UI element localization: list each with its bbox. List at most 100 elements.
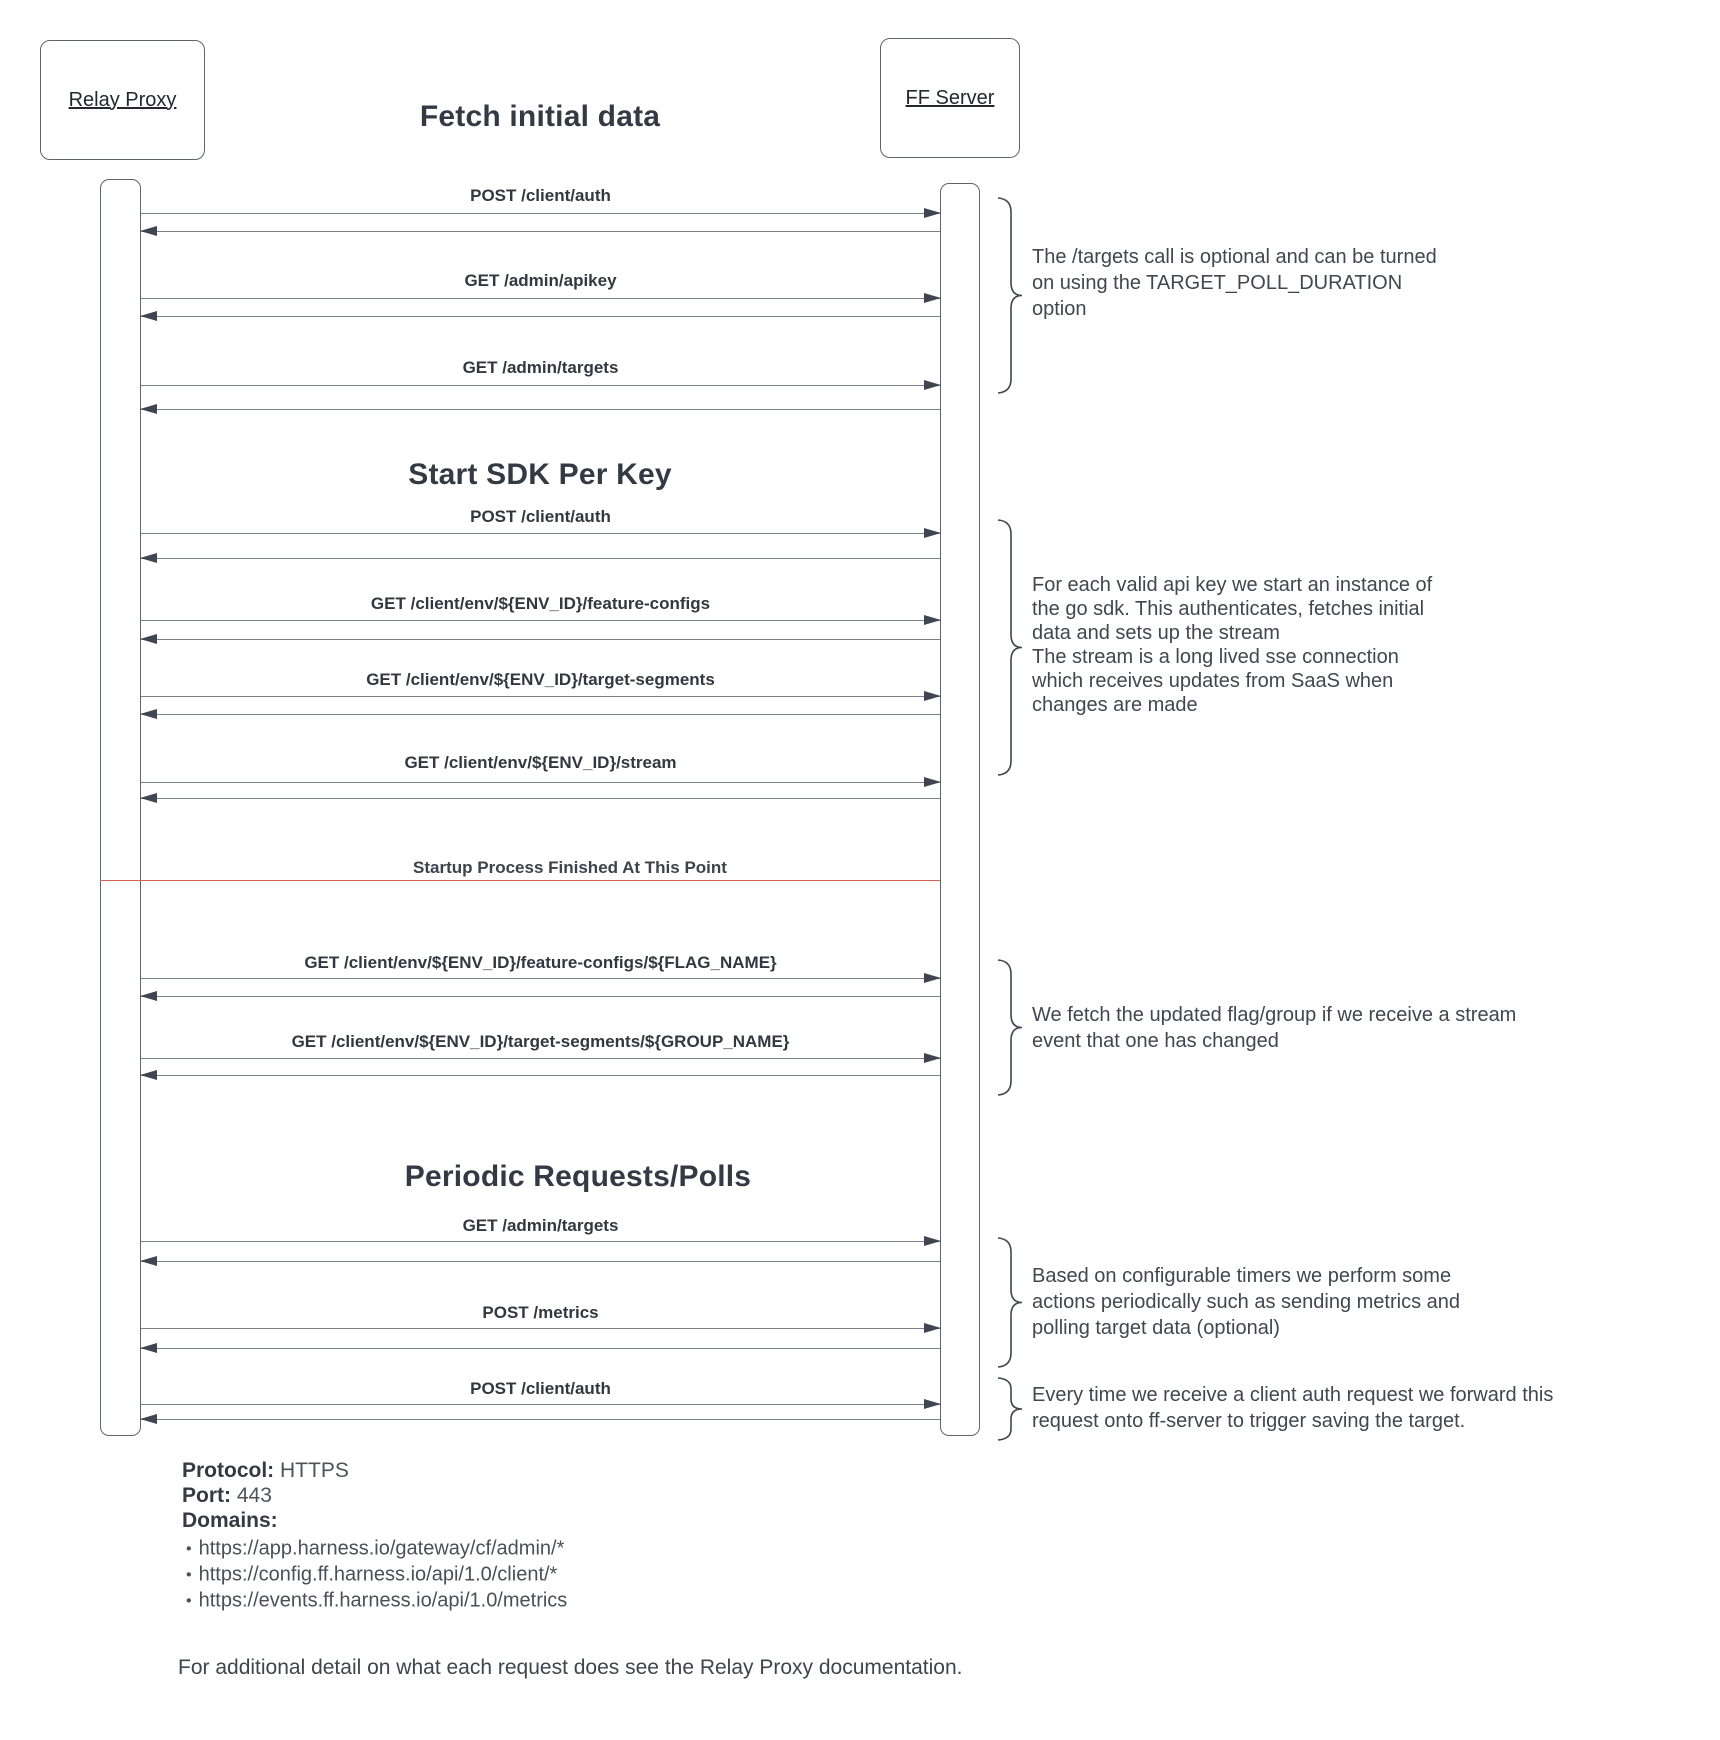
arrowhead-right-icon (924, 527, 941, 538)
annotation-targets-optional: The /targets call is optional and can be… (1032, 246, 1437, 320)
request-arrow (141, 1322, 941, 1333)
request-arrow (141, 776, 941, 787)
bullet-icon: • (186, 1540, 192, 1558)
arrowhead-right-icon (924, 614, 941, 625)
protocol-line: Protocol: HTTPS (182, 1459, 349, 1484)
protocol-label: Protocol: (182, 1459, 275, 1482)
message-label: GET /client/env/${ENV_ID}/stream (404, 753, 677, 772)
curly-brace-icon (997, 519, 1023, 776)
message-label: GET /client/env/${ENV_ID}/target-segment… (291, 1032, 790, 1051)
arrowhead-left-icon (140, 225, 157, 236)
message-label: GET /admin/targets (462, 1216, 619, 1235)
domain-url: https://events.ff.harness.io/api/1.0/met… (198, 1589, 568, 1612)
response-arrow (140, 633, 940, 644)
arrowhead-right-icon (924, 1398, 941, 1409)
arrowhead-right-icon (924, 690, 941, 701)
arrowhead-right-icon (924, 1322, 941, 1333)
arrowhead-left-icon (140, 552, 157, 563)
bullet-icon: • (186, 1592, 192, 1610)
arrowhead-right-icon (924, 1235, 941, 1246)
annotation-periodic-timers: Based on configurable timers we perform … (1032, 1265, 1460, 1339)
annotation-stream-event-fetch: We fetch the updated flag/group if we re… (1032, 1004, 1517, 1052)
response-arrow (140, 552, 940, 563)
domain-url: https://config.ff.harness.io/api/1.0/cli… (198, 1563, 558, 1586)
actor-relay-proxy-label: Relay Proxy (68, 88, 177, 111)
arrowhead-right-icon (924, 292, 941, 303)
message-label: POST /client/auth (470, 186, 611, 205)
lifeline-ff-server (940, 183, 980, 1436)
response-arrow (140, 990, 940, 1001)
arrowhead-right-icon (924, 1052, 941, 1063)
curly-brace-icon (997, 959, 1023, 1096)
section-title-start-sdk-per-key: Start SDK Per Key (408, 458, 672, 491)
request-arrow (141, 292, 941, 303)
arrowhead-left-icon (140, 633, 157, 644)
request-arrow (141, 379, 941, 390)
curly-brace-icon (997, 1377, 1023, 1441)
message-label: POST /client/auth (470, 507, 611, 526)
response-arrow (140, 1413, 940, 1424)
section-title-fetch-initial-data: Fetch initial data (419, 100, 661, 133)
response-arrow (140, 225, 940, 236)
domain-item: • https://app.harness.io/gateway/cf/admin… (186, 1538, 564, 1561)
port-line: Port: 443 (182, 1484, 349, 1509)
request-arrow (141, 527, 941, 538)
response-arrow (140, 403, 940, 414)
message-label: POST /client/auth (470, 1379, 611, 1398)
arrowhead-left-icon (140, 792, 157, 803)
annotation-client-auth-forward: Every time we receive a client auth requ… (1032, 1384, 1554, 1432)
actor-ff-server: FF Server (880, 38, 1020, 158)
domains-label: Domains: (182, 1509, 278, 1532)
request-arrow (141, 1052, 941, 1063)
arrowhead-left-icon (140, 403, 157, 414)
request-arrow (141, 972, 941, 983)
domain-item: • https://config.ff.harness.io/api/1.0/cl… (186, 1564, 557, 1587)
footer-note: For additional detail on what each reque… (178, 1656, 963, 1679)
arrowhead-right-icon (924, 972, 941, 983)
lifeline-relay-proxy (100, 179, 141, 1436)
port-label: Port: (182, 1484, 231, 1507)
arrowhead-left-icon (140, 1069, 157, 1080)
domain-url: https://app.harness.io/gateway/cf/admin/… (198, 1537, 565, 1560)
message-label: GET /client/env/${ENV_ID}/feature-config… (304, 953, 777, 972)
response-arrow (140, 1069, 940, 1080)
message-label: GET /client/env/${ENV_ID}/feature-config… (370, 594, 711, 613)
bullet-icon: • (186, 1566, 192, 1584)
arrowhead-left-icon (140, 990, 157, 1001)
arrowhead-left-icon (140, 1342, 157, 1353)
arrowhead-right-icon (924, 379, 941, 390)
startup-divider-label: Startup Process Finished At This Point (413, 858, 727, 877)
response-arrow (140, 708, 940, 719)
request-arrow (141, 614, 941, 625)
request-arrow (141, 1398, 941, 1409)
domain-item: • https://events.ff.harness.io/api/1.0/me… (186, 1590, 567, 1613)
request-arrow (141, 207, 941, 218)
message-label: GET /admin/targets (462, 358, 619, 377)
response-arrow (140, 792, 940, 803)
request-arrow (141, 1235, 941, 1246)
message-label: POST /metrics (482, 1303, 599, 1322)
section-title-periodic-requests: Periodic Requests/Polls (404, 1160, 752, 1193)
response-arrow (140, 310, 940, 321)
annotation-sdk-instances: For each valid api key we start an insta… (1032, 574, 1433, 716)
request-arrow (141, 690, 941, 701)
arrowhead-right-icon (924, 207, 941, 218)
arrowhead-left-icon (140, 310, 157, 321)
protocol-value: HTTPS (280, 1459, 349, 1482)
actor-relay-proxy: Relay Proxy (40, 40, 205, 160)
arrowhead-left-icon (140, 1255, 157, 1266)
startup-divider-line (100, 880, 940, 881)
response-arrow (140, 1342, 940, 1353)
message-label: GET /admin/apikey (464, 271, 617, 290)
curly-brace-icon (997, 1237, 1023, 1368)
arrowhead-right-icon (924, 776, 941, 787)
message-label: GET /client/env/${ENV_ID}/target-segment… (366, 670, 715, 689)
actor-ff-server-label: FF Server (905, 86, 995, 109)
arrowhead-left-icon (140, 708, 157, 719)
arrowhead-left-icon (140, 1413, 157, 1424)
response-arrow (140, 1255, 940, 1266)
port-value: 443 (236, 1484, 272, 1507)
curly-brace-icon (997, 197, 1023, 394)
domains-line: Domains: (182, 1509, 349, 1534)
